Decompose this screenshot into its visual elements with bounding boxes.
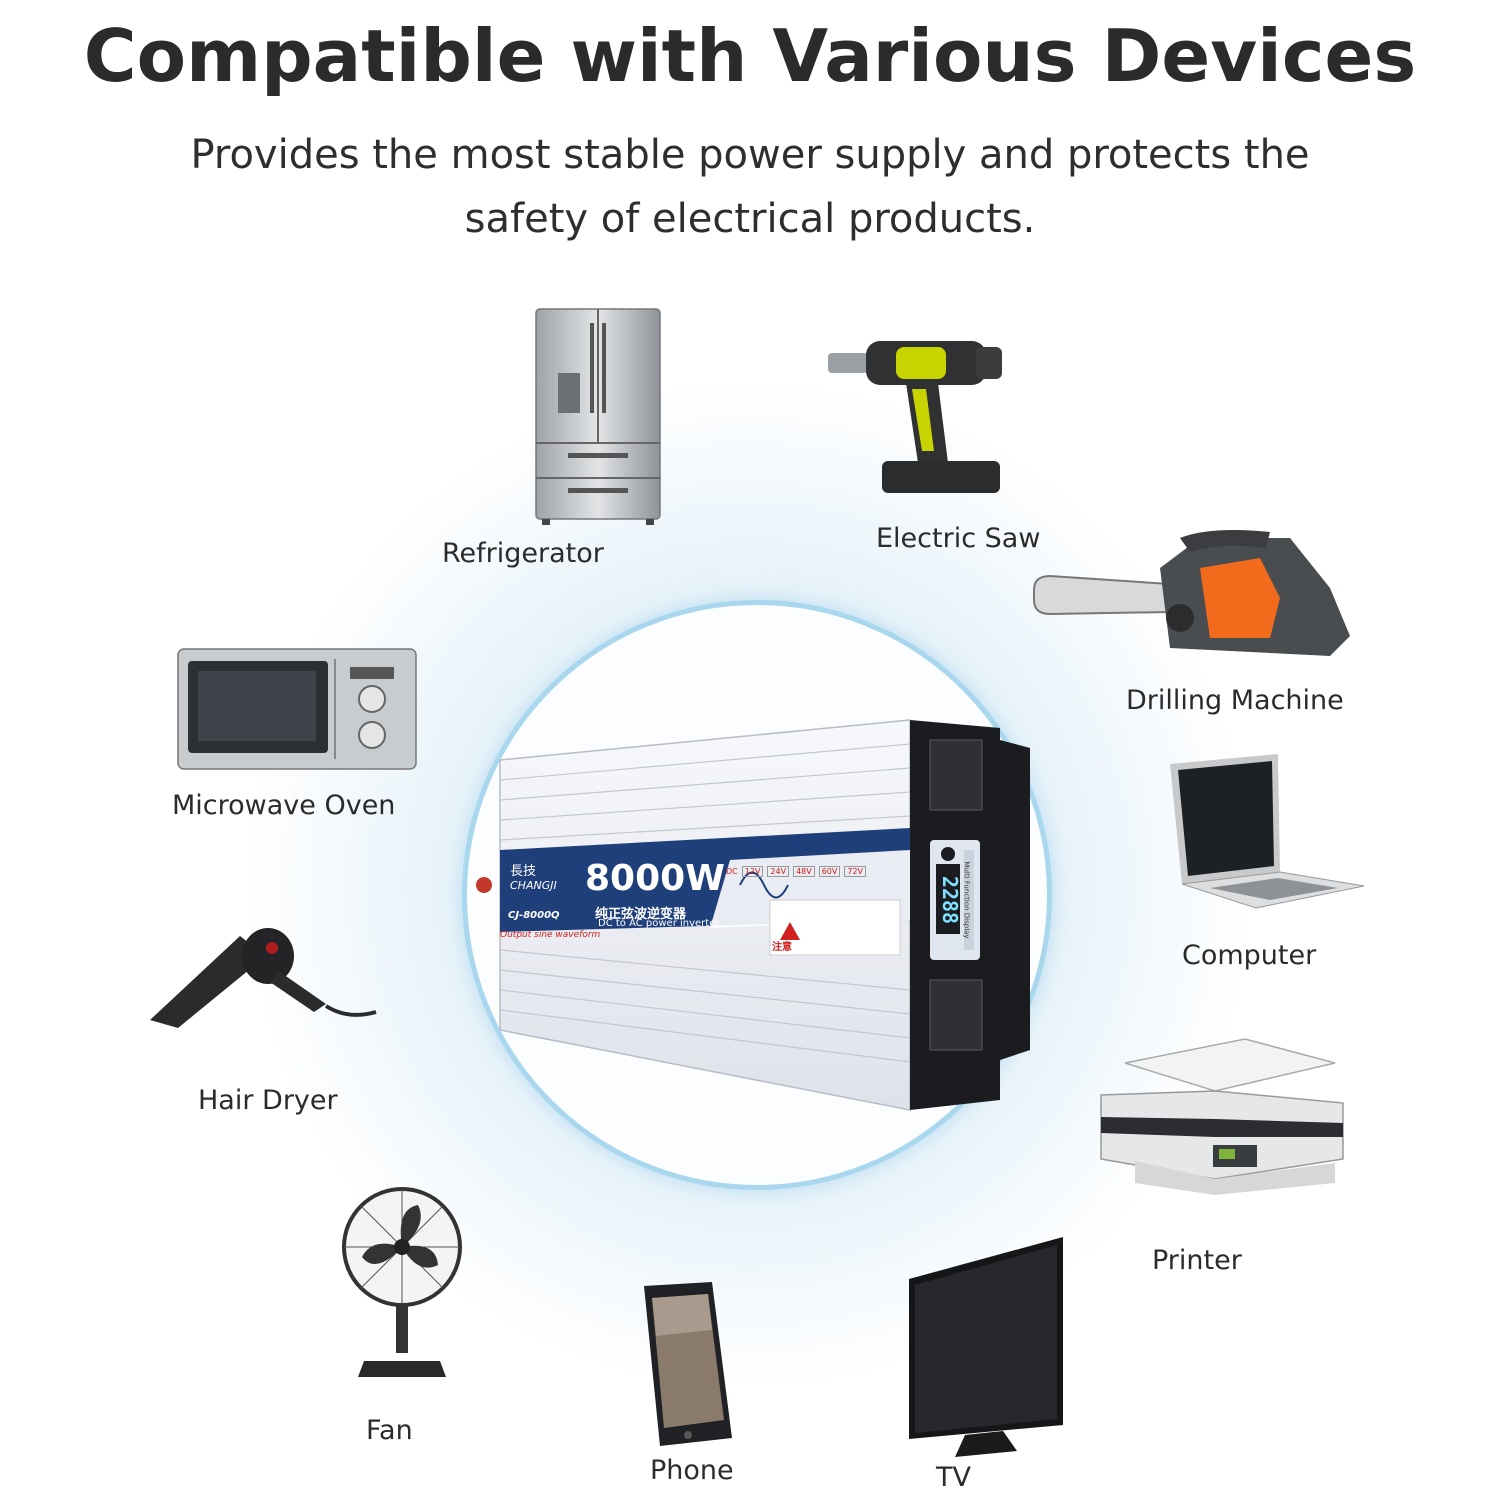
microwave-icon <box>176 645 418 775</box>
device-label-refrigerator: Refrigerator <box>442 538 604 569</box>
voltage-option: 12V <box>741 866 764 877</box>
product-name-cn: 纯正弦波逆变器 <box>595 907 687 922</box>
tv-icon <box>905 1235 1067 1460</box>
voltage-option: 24V <box>767 866 790 877</box>
brand-en: CHANGJI <box>510 879 557 892</box>
brand-cn: 長技 <box>510 864 537 879</box>
power-inverter-product: 長技 CHANGJI 8000W 纯正弦波逆变器 DC to AC power … <box>470 700 1060 1130</box>
device-label-electric-saw: Electric Saw <box>876 523 1041 554</box>
page-title: Compatible with Various Devices <box>83 14 1417 98</box>
device-label-phone: Phone <box>650 1455 734 1486</box>
hair-dryer-icon <box>148 916 378 1031</box>
laptop-icon <box>1160 752 1365 912</box>
device-label-hair-dryer: Hair Dryer <box>198 1085 338 1116</box>
dc-label: DC <box>726 867 738 876</box>
warning-label: 注意 <box>772 942 792 953</box>
voltage-option: 72V <box>844 866 867 877</box>
lcd-display-value: 2288 <box>938 875 963 925</box>
voltage-option: 48V <box>793 866 815 877</box>
chainsaw-icon <box>1030 528 1360 663</box>
device-label-microwave-oven: Microwave Oven <box>172 790 396 821</box>
power-rating: 8000W <box>585 858 725 899</box>
voltage-option: 60V <box>818 866 841 877</box>
smartphone-icon <box>636 1280 736 1450</box>
model-number: CJ-8000Q <box>508 910 560 921</box>
display-caption: Multi Function Display <box>962 861 971 939</box>
product-subtitle: DC to AC power inverter <box>598 918 720 929</box>
subtitle-line-1: Provides the most stable power supply an… <box>190 132 1310 178</box>
cordless-drill-icon <box>826 333 1006 498</box>
device-label-tv: TV <box>936 1462 971 1493</box>
output-waveform-label: Output sine waveform <box>500 930 601 940</box>
subtitle-line-2: safety of electrical products. <box>464 196 1036 242</box>
device-label-computer: Computer <box>1182 940 1317 971</box>
refrigerator-icon <box>528 303 668 528</box>
device-label-drilling-machine: Drilling Machine <box>1126 685 1344 716</box>
device-label-fan: Fan <box>366 1415 413 1446</box>
device-label-printer: Printer <box>1152 1245 1242 1276</box>
printer-icon <box>1095 1033 1350 1198</box>
fan-icon <box>336 1185 468 1380</box>
